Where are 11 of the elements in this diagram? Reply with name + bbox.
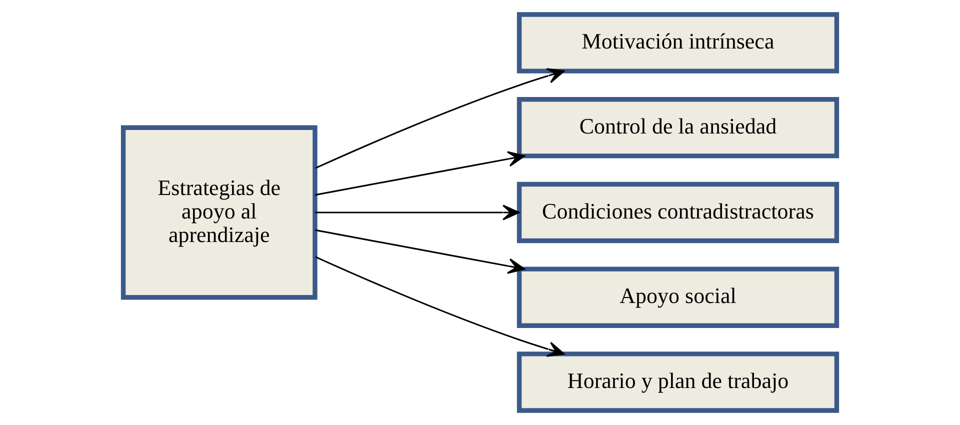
node-box: Apoyo social: [516, 266, 840, 328]
arrow: [315, 151, 526, 196]
node-box: Motivación intrínseca: [516, 12, 840, 74]
arrow: [315, 229, 526, 274]
node-box: Condiciones contradistractoras: [516, 182, 840, 244]
node-box: Horario y plan de trabajo: [516, 352, 840, 413]
arrow: [315, 204, 520, 220]
arrow: [315, 256, 565, 357]
node-box: Estrategias de apoyo al aprendizaje: [120, 125, 318, 300]
node-box: Control de la ansiedad: [516, 97, 840, 158]
arrow: [315, 68, 565, 169]
